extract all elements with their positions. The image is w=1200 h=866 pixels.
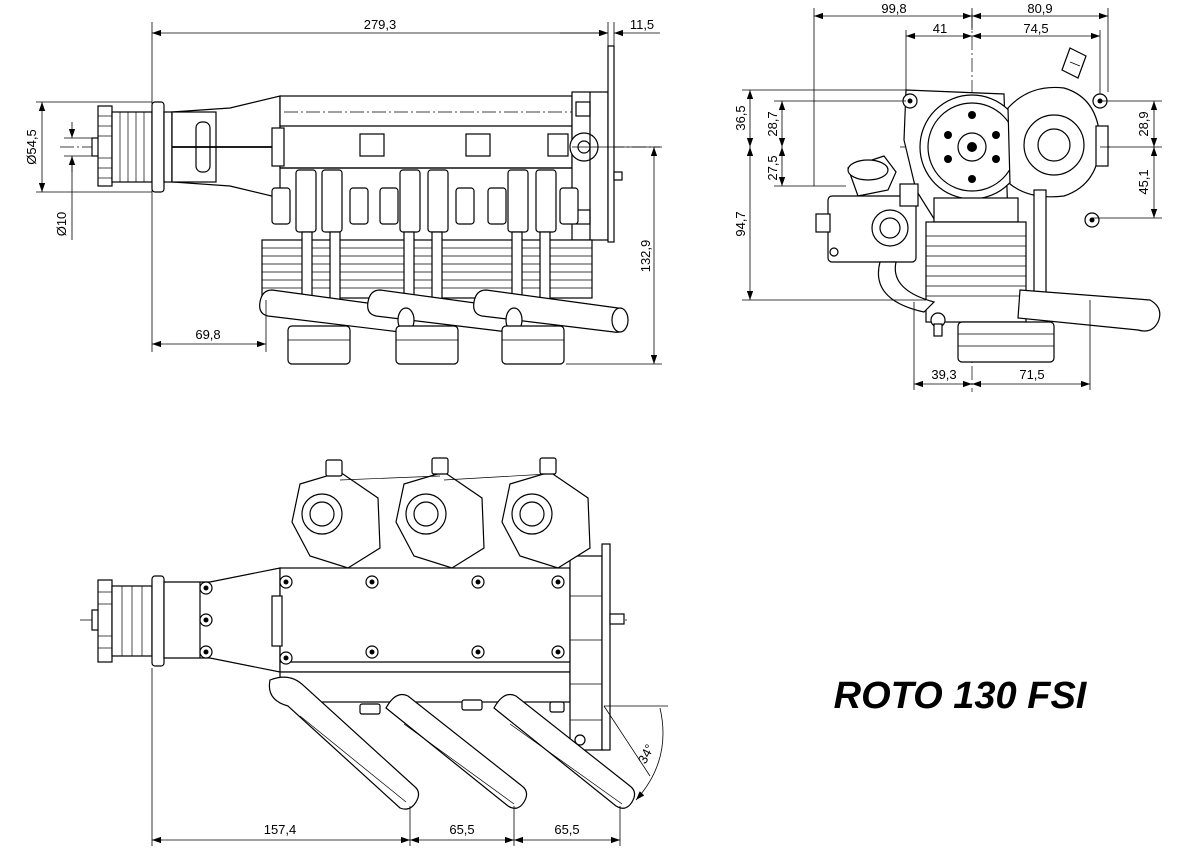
top-prop-hub xyxy=(80,575,630,667)
dim-upper-left-outer: 36,5 xyxy=(733,105,748,130)
mufflers xyxy=(287,325,565,365)
top-rear-flange xyxy=(569,543,625,751)
dim-flange-thickness: 11,5 xyxy=(630,17,654,32)
dim-pitch-1: 65,5 xyxy=(449,822,474,837)
dim-lower-left-inner: 27,5 xyxy=(765,155,780,180)
dim-overall-length: 279,3 xyxy=(364,17,397,32)
top-body xyxy=(271,567,571,703)
dim-height: 132,9 xyxy=(638,240,653,273)
dim-front-offset: 69,8 xyxy=(195,327,220,342)
rotor-housing xyxy=(271,95,573,169)
dim-shaft-diameter: Ø10 xyxy=(54,212,69,237)
dim-pitch-2: 65,5 xyxy=(554,822,579,837)
dim-right-inner: 74,5 xyxy=(1023,21,1048,36)
dim-exhaust-offset: 157,4 xyxy=(264,822,297,837)
side-dimensions xyxy=(36,22,662,365)
dim-left-inner: 41 xyxy=(933,21,947,36)
front-block xyxy=(925,189,1055,363)
dim-exhaust-angle: 34° xyxy=(635,742,657,766)
dim-upper-left-inner: 28,7 xyxy=(765,111,780,136)
top-view xyxy=(80,457,668,846)
top-exhaust-pipes xyxy=(268,676,636,810)
dim-lower-right: 45,1 xyxy=(1136,169,1151,194)
dim-left-width: 99,8 xyxy=(881,1,906,16)
front-exhaust xyxy=(877,261,1161,337)
side-view xyxy=(36,22,662,365)
cooling-fins xyxy=(261,231,593,303)
rear-flange xyxy=(569,45,623,243)
front-hub xyxy=(919,94,1025,200)
exhaust-pipes xyxy=(259,289,629,333)
dim-bottom-left: 39,3 xyxy=(931,367,956,382)
drawing-title: ROTO 130 FSI xyxy=(834,675,1088,717)
top-dimensions xyxy=(151,668,668,846)
intake-stubs xyxy=(271,169,579,233)
prop-hub xyxy=(60,101,660,193)
front-dimensions xyxy=(742,8,1162,390)
front-housing xyxy=(171,95,281,199)
carburettor xyxy=(815,155,919,263)
dim-total-height: 94,7 xyxy=(733,211,748,236)
front-view xyxy=(742,8,1162,392)
top-carburettors xyxy=(291,457,591,569)
dim-bottom-right: 71,5 xyxy=(1019,367,1044,382)
starter-housing xyxy=(1007,47,1109,228)
dim-hub-diameter: Ø54,5 xyxy=(24,129,39,164)
dim-right-width: 80,9 xyxy=(1027,1,1052,16)
top-front-housing xyxy=(163,567,281,673)
dim-upper-right: 28,9 xyxy=(1136,111,1151,136)
